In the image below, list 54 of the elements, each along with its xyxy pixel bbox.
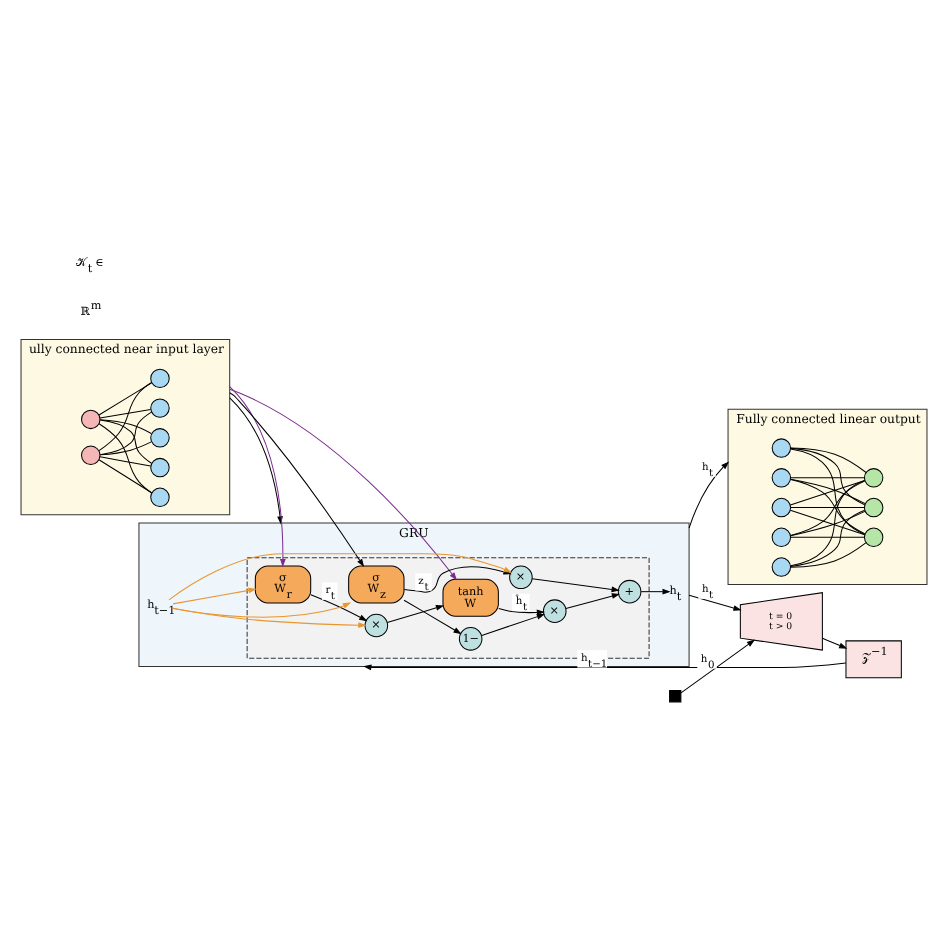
arrow (565, 593, 621, 609)
arrow (229, 388, 457, 581)
connector (98, 382, 153, 416)
node-circle (771, 497, 792, 518)
arrow (822, 637, 848, 649)
node-circle (863, 527, 884, 548)
arrow (386, 605, 445, 624)
node-circle (863, 468, 884, 488)
arrow (229, 386, 286, 568)
arrow (229, 397, 283, 525)
arrow (172, 607, 367, 629)
connector (790, 536, 865, 538)
connector (790, 448, 866, 535)
arrow (172, 587, 257, 605)
node-circle (81, 445, 101, 466)
connector (790, 509, 866, 567)
node-circle (150, 487, 170, 508)
node-box (669, 690, 682, 703)
node-circle (150, 428, 170, 448)
connector (790, 477, 865, 479)
arrow (310, 594, 368, 622)
connector (790, 507, 865, 509)
node-circle (771, 557, 792, 577)
arrow (680, 639, 756, 694)
node-circle (81, 409, 101, 430)
connector (790, 479, 866, 567)
arrow (229, 392, 365, 568)
connector (790, 447, 866, 506)
arrow (498, 608, 546, 616)
node-circle (150, 368, 170, 389)
arrow (481, 613, 546, 636)
arrow (531, 578, 620, 593)
connector (790, 447, 867, 474)
connector (99, 419, 152, 434)
connector (98, 381, 153, 452)
arrow (172, 602, 352, 618)
connector (99, 441, 152, 456)
arrow (688, 594, 742, 611)
arrow (640, 588, 671, 595)
node-circle (150, 457, 170, 478)
connector (790, 542, 867, 568)
connector (99, 419, 152, 464)
node-circle (771, 438, 792, 458)
arrow (363, 662, 847, 671)
node-circle (771, 468, 792, 488)
connector (98, 459, 153, 494)
node-circle (771, 527, 792, 548)
connector (99, 409, 152, 419)
connector (99, 456, 152, 467)
connector (99, 411, 152, 456)
connector (98, 423, 153, 494)
arrow (403, 599, 462, 635)
node-circle (863, 497, 884, 518)
node-circle (150, 398, 170, 418)
